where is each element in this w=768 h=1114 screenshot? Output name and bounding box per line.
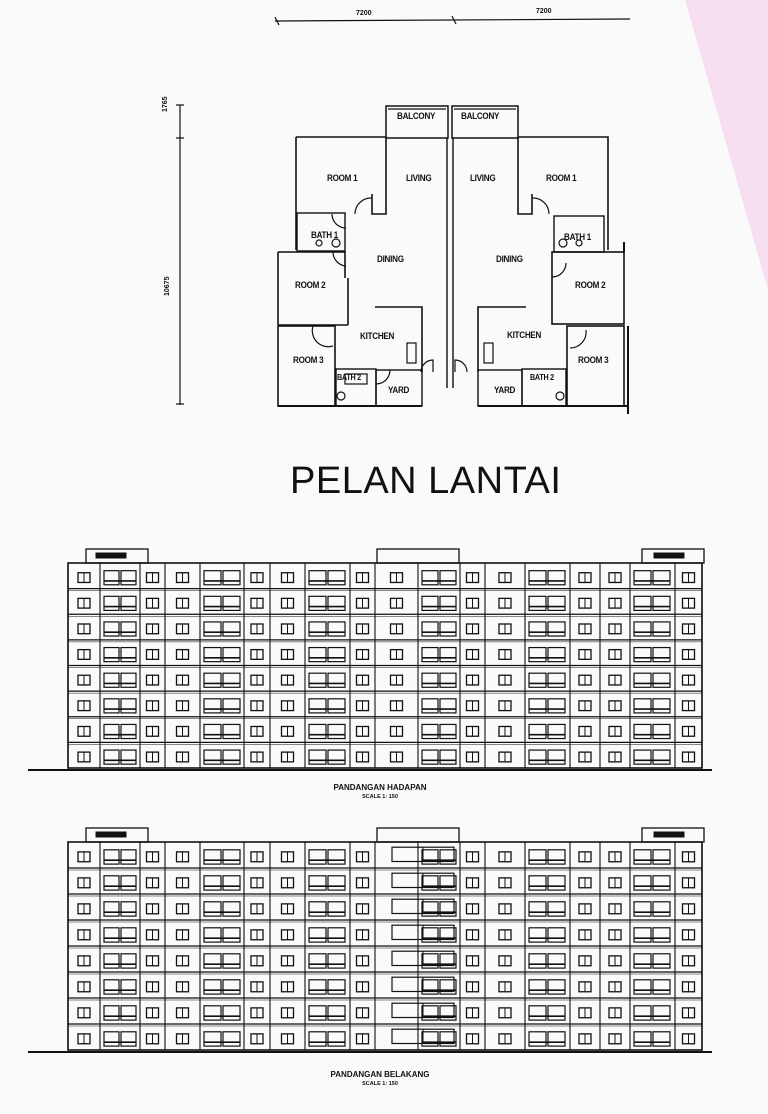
label-left-room3: ROOM 3: [293, 355, 324, 365]
dimension-top-left: 7200: [356, 10, 372, 17]
label-left-living: LIVING: [406, 173, 432, 183]
label-right-bath1: BATH 1: [564, 232, 592, 242]
label-right-room2: ROOM 2: [575, 280, 606, 290]
label-left-balcony: BALCONY: [397, 111, 436, 121]
dimension-top-right: 7200: [536, 8, 552, 15]
label-left-yard: YARD: [388, 385, 410, 395]
label-right-yard: YARD: [494, 385, 516, 395]
label-left-bath2: BATH 2: [337, 373, 361, 382]
label-right-balcony: BALCONY: [461, 111, 500, 121]
label-right-room3: ROOM 3: [578, 355, 609, 365]
label-right-bath2: BATH 2: [530, 373, 554, 382]
floor-plan-title: PELAN LANTAI: [290, 460, 562, 502]
label-right-dining: DINING: [496, 254, 523, 264]
label-left-dining: DINING: [377, 254, 404, 264]
floor-plan-drawing: [176, 15, 631, 414]
rear-elevation-caption: PANDANGAN BELAKANG: [330, 1070, 430, 1079]
label-left-room1: ROOM 1: [327, 173, 358, 183]
rear-elevation-scale: SCALE 1: 150: [362, 1081, 398, 1087]
front-elevation-scale: SCALE 1: 150: [362, 794, 398, 800]
label-right-kitchen: KITCHEN: [507, 330, 542, 340]
label-left-kitchen: KITCHEN: [360, 331, 395, 341]
label-left-room2: ROOM 2: [295, 280, 326, 290]
label-right-living: LIVING: [470, 173, 496, 183]
label-right-room1: ROOM 1: [546, 173, 577, 183]
front-elevation-caption: PANDANGAN HADAPAN: [333, 783, 427, 792]
label-left-bath1: BATH 1: [311, 230, 339, 240]
